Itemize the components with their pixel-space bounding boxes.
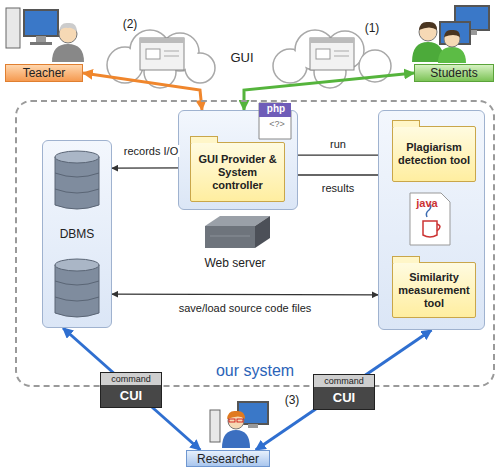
cloud-right (310, 38, 354, 43)
students-icon (438, 47, 466, 63)
teacher-icon (6, 8, 20, 48)
folder-tab (392, 256, 420, 263)
interface-label: GUI (230, 50, 253, 65)
edge-label: records I/O (122, 145, 180, 157)
callout-number: (3) (285, 393, 300, 407)
researcher-icon (222, 430, 250, 448)
node-text: CUI (101, 385, 161, 407)
teacher-icon (52, 44, 84, 62)
folder-tab (392, 120, 420, 127)
php-file-icon (259, 103, 291, 117)
node-text: java (407, 197, 447, 209)
connector (285, 174, 392, 175)
web-server-icon (255, 216, 270, 248)
system-region: our system DBMS phpGUI Provider & System… (15, 100, 495, 387)
cylinder (55, 265, 99, 317)
cloud-right (334, 56, 349, 57)
node-text: Teacher (23, 66, 66, 80)
edge-label: save/load source code files (177, 302, 314, 314)
folder-box: Similarity measurement tool (392, 262, 476, 318)
node-text: php (261, 103, 291, 115)
web-server-icon (205, 216, 270, 248)
component-box: commandCUI (100, 372, 162, 408)
connector (285, 154, 392, 155)
edge-label: results (320, 182, 356, 194)
cloud-left (140, 38, 184, 43)
cylinder (55, 281, 99, 285)
component-box: Teacher (5, 64, 83, 82)
web-server-icon (205, 226, 255, 248)
students-icon (412, 6, 489, 63)
teacher-icon (59, 23, 77, 32)
cylinder (55, 259, 99, 317)
students-icon (419, 22, 437, 30)
cloud-left (187, 55, 214, 82)
edge-label: run (328, 138, 348, 150)
teacher-icon (36, 36, 46, 42)
teacher-icon (30, 42, 52, 45)
icon-text: <?> (269, 119, 285, 129)
component-box: Researcher (186, 450, 270, 467)
component-box: Students (414, 64, 494, 82)
cloud-right (316, 49, 330, 59)
node-text: command (314, 375, 374, 387)
students-icon (444, 30, 460, 37)
researcher-icon (237, 419, 243, 422)
callout-number: (2) (123, 17, 138, 31)
connector (256, 330, 432, 450)
researcher-icon (229, 419, 235, 422)
cylinder (55, 151, 99, 209)
component-label: Web server (204, 256, 265, 270)
component-box: java Plagiarism detection toolSimilarity … (378, 110, 485, 330)
researcher-icon (248, 424, 258, 428)
callout-number: (1) (365, 21, 380, 35)
cylinder (55, 259, 99, 271)
java-file-icon (437, 224, 440, 231)
cloud-left (146, 49, 160, 59)
teacher-icon (24, 10, 58, 36)
connector (63, 328, 200, 450)
node-text: command (101, 373, 161, 385)
folder-box: Plagiarism detection tool (392, 126, 476, 182)
component-box: DBMS (42, 140, 112, 328)
cloud-left (164, 56, 179, 57)
connector (112, 294, 378, 296)
node-text: GUI Provider & System controller (194, 153, 281, 192)
cloud-right (334, 51, 349, 52)
node-text: Students (430, 66, 477, 80)
node-text: our system (17, 362, 493, 380)
component-box: commandCUI (313, 374, 375, 410)
node-text: Similarity measurement tool (396, 271, 472, 310)
connector (83, 73, 202, 110)
cylinder (55, 189, 99, 193)
folder-tab (190, 136, 218, 143)
cylinder (55, 157, 99, 209)
folder-box: GUI Provider & System controller (190, 142, 285, 202)
researcher-icon (227, 411, 245, 419)
cloud-right (273, 30, 391, 88)
cloud-left (140, 38, 184, 70)
php-file-icon (259, 103, 291, 139)
researcher-icon (210, 402, 268, 448)
cloud-right (310, 38, 354, 70)
cylinder (55, 297, 99, 301)
node-text: Plagiarism detection tool (396, 141, 472, 167)
node-text: DBMS (60, 227, 95, 241)
cylinder (55, 173, 99, 177)
cloud-left (164, 51, 179, 52)
cloud-right (273, 30, 391, 88)
researcher-icon (210, 410, 220, 442)
teacher-icon (6, 8, 84, 62)
node-text: CUI (314, 387, 374, 409)
java-file-icon (423, 221, 437, 237)
node-text: Researcher (197, 452, 259, 466)
web-server-icon (210, 236, 250, 237)
cylinder (55, 151, 99, 163)
